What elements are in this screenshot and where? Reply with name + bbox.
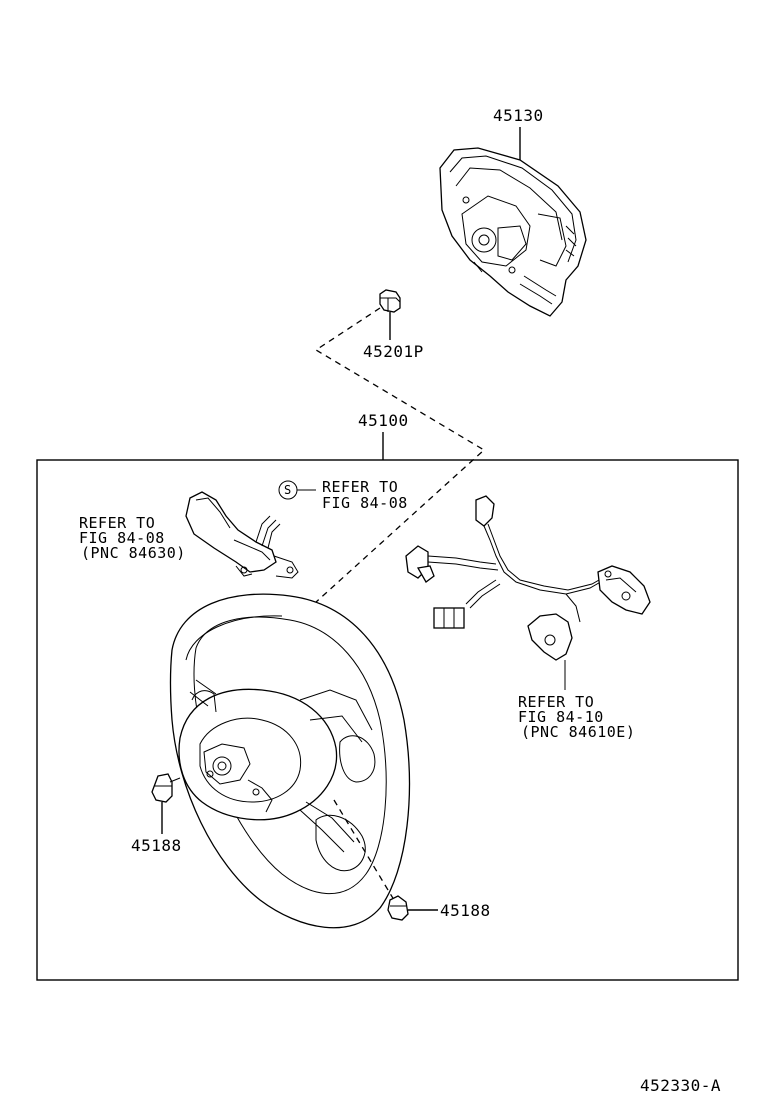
steering-wheel-icon — [169, 593, 410, 929]
assembly-frame — [36, 459, 739, 981]
ref-switch-left-line3: (PNC 84630) — [81, 544, 186, 562]
s-symbol-label: S — [284, 483, 292, 497]
ref-harness-line2: FIG 84-10 — [518, 708, 604, 726]
label-45188-left: 45188 — [131, 836, 182, 855]
label-45188-right: 45188 — [440, 901, 491, 920]
screw-dash-line — [333, 799, 395, 901]
ref-switch-s-line2: FIG 84-08 — [322, 494, 408, 512]
steering-switch-left-icon — [185, 491, 299, 579]
screw-left-icon — [151, 773, 181, 803]
airbag-module-icon — [439, 147, 587, 317]
ref-harness-line1: REFER TO — [518, 693, 595, 711]
ref-switch-left-line2: FIG 84-08 — [79, 529, 165, 547]
label-45130: 45130 — [493, 106, 544, 125]
ref-switch-s-line1: REFER TO — [322, 478, 399, 496]
nut-icon — [379, 289, 401, 313]
wire-harness-icon — [405, 495, 651, 661]
figure-code: 452330-A — [640, 1076, 722, 1095]
label-45201P: 45201P — [363, 342, 424, 361]
ref-switch-left-line1: REFER TO — [79, 514, 156, 532]
assembly-dash-line — [304, 307, 486, 613]
label-45100: 45100 — [358, 411, 409, 430]
screw-right-icon — [387, 895, 409, 921]
switch-wire-icon — [255, 515, 281, 549]
ref-harness-line3: (PNC 84610E) — [521, 723, 636, 741]
